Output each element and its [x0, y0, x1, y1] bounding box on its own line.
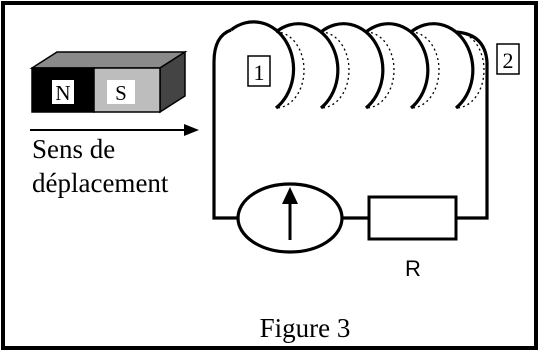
resistor — [367, 195, 458, 241]
coil-end2-box — [496, 43, 520, 75]
coil-end1-box — [247, 55, 271, 87]
coil-end1-label: 1 — [254, 60, 265, 85]
bar-magnet: N S — [29, 50, 188, 114]
figure-caption: Figure 3 — [260, 313, 351, 343]
coil-end2-label: 2 — [503, 48, 514, 73]
north-label-box — [52, 80, 74, 104]
resistor-label: R — [405, 256, 421, 281]
magnet-north-label: N — [55, 81, 70, 105]
coil — [212, 20, 489, 110]
galvanometer — [236, 182, 344, 254]
circuit-wires — [212, 62, 489, 220]
direction-label-line1: Sens de — [32, 134, 115, 164]
direction-arrow — [30, 124, 199, 136]
south-label-box — [107, 80, 135, 104]
magnet-top-face — [29, 51, 188, 69]
magnet-south-label: S — [115, 81, 127, 105]
direction-label-line2: déplacement — [32, 168, 169, 198]
